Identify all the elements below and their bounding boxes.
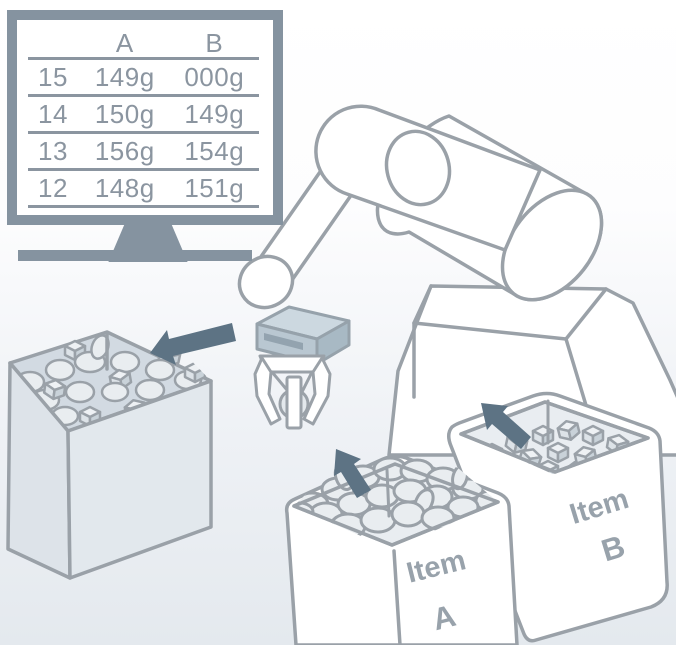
cell-run-no: 12 [38,173,68,203]
robot-wrist-joint [237,254,295,310]
output-box [6,330,213,580]
cell-weight-b: 149g [184,99,245,129]
table-row: 14 150g 149g [28,97,259,134]
cell-weight-a: 150g [94,99,155,129]
cell-weight-b: 154g [184,136,245,166]
cell-weight-a: 149g [94,62,155,92]
table-row: 12 148g 151g [28,171,259,208]
cell-run-no: 14 [38,99,68,129]
robot-arm [237,104,676,457]
robot-elbow-joint [384,129,452,207]
arrow-pick-item-b-icon [481,403,531,449]
monitor-base [18,250,252,261]
output-box-front-face [66,379,213,580]
cell-weight-a: 148g [94,173,155,203]
gripper [253,354,332,430]
weighing-monitor: A B 15 149g 000g 14 150g 149g 13 156g 15… [7,10,283,262]
weighing-gripper-head [253,305,351,430]
cell-run-no: 13 [38,136,68,166]
monitor-screen [7,10,283,225]
cell-weight-b: 151g [184,173,245,203]
col-header-b: B [205,28,224,58]
arrow-into-output-box-icon [150,323,236,365]
bin-item-a: Item A [284,454,519,645]
col-header-a: A [115,28,134,58]
weight-log-table: A B 15 149g 000g 14 150g 149g 13 156g 15… [23,29,267,208]
cell-weight-a: 156g [94,136,155,166]
arrow-pick-item-a-icon [334,449,371,498]
table-row: 15 149g 000g [28,60,259,97]
cell-run-no: 15 [38,62,68,92]
flow-arrows [150,323,531,498]
bin-a-pick-pin [385,468,391,518]
cell-weight-b: 000g [184,62,245,92]
table-row: 13 156g 154g [28,134,259,171]
table-header-row: A B [28,29,259,60]
